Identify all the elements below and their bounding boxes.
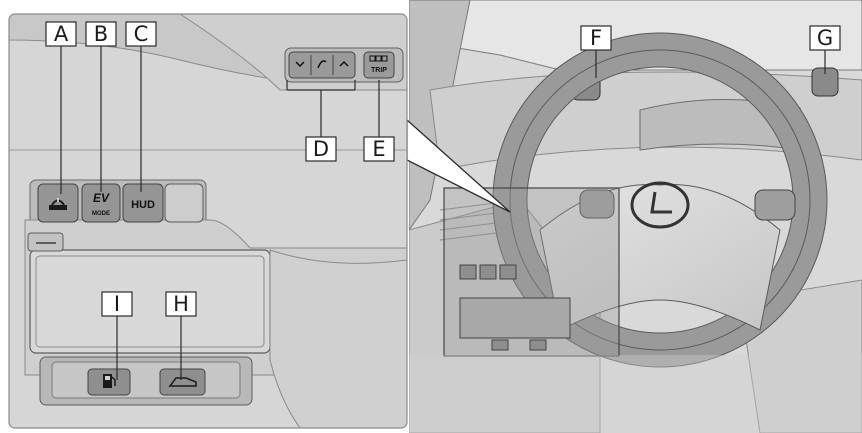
ev-mode-button-label: EV (93, 191, 110, 205)
button-a (38, 184, 78, 222)
callout-c: C (126, 22, 156, 46)
fuel-door-button (88, 369, 130, 395)
svg-text:D: D (313, 137, 329, 161)
ev-mode-button-sublabel: MODE (92, 211, 110, 217)
trunk-button (160, 369, 205, 395)
hud-button: HUD (123, 184, 163, 222)
blank-switch (165, 184, 203, 222)
trip-button-label: TRIP (371, 67, 387, 74)
svg-text:F: F (590, 26, 602, 50)
callout-d: D (306, 137, 336, 161)
svg-text:B: B (94, 22, 108, 46)
cockpit-view (409, 0, 862, 433)
callout-i: I (102, 292, 132, 316)
svg-text:E: E (372, 137, 385, 161)
svg-text:H: H (173, 292, 189, 316)
display-adjust-switch (289, 52, 355, 78)
callout-b: B (86, 22, 116, 46)
callout-g: G (810, 26, 840, 50)
trip-button: TRIP (364, 52, 394, 78)
callout-h: H (166, 292, 196, 316)
callout-e: E (364, 137, 394, 161)
svg-text:G: G (817, 26, 833, 50)
svg-text:C: C (134, 22, 149, 46)
svg-text:I: I (114, 292, 120, 316)
svg-text:A: A (54, 22, 69, 46)
callout-f: F (581, 26, 611, 50)
callout-a: A (46, 22, 76, 46)
hud-button-label: HUD (131, 199, 155, 211)
